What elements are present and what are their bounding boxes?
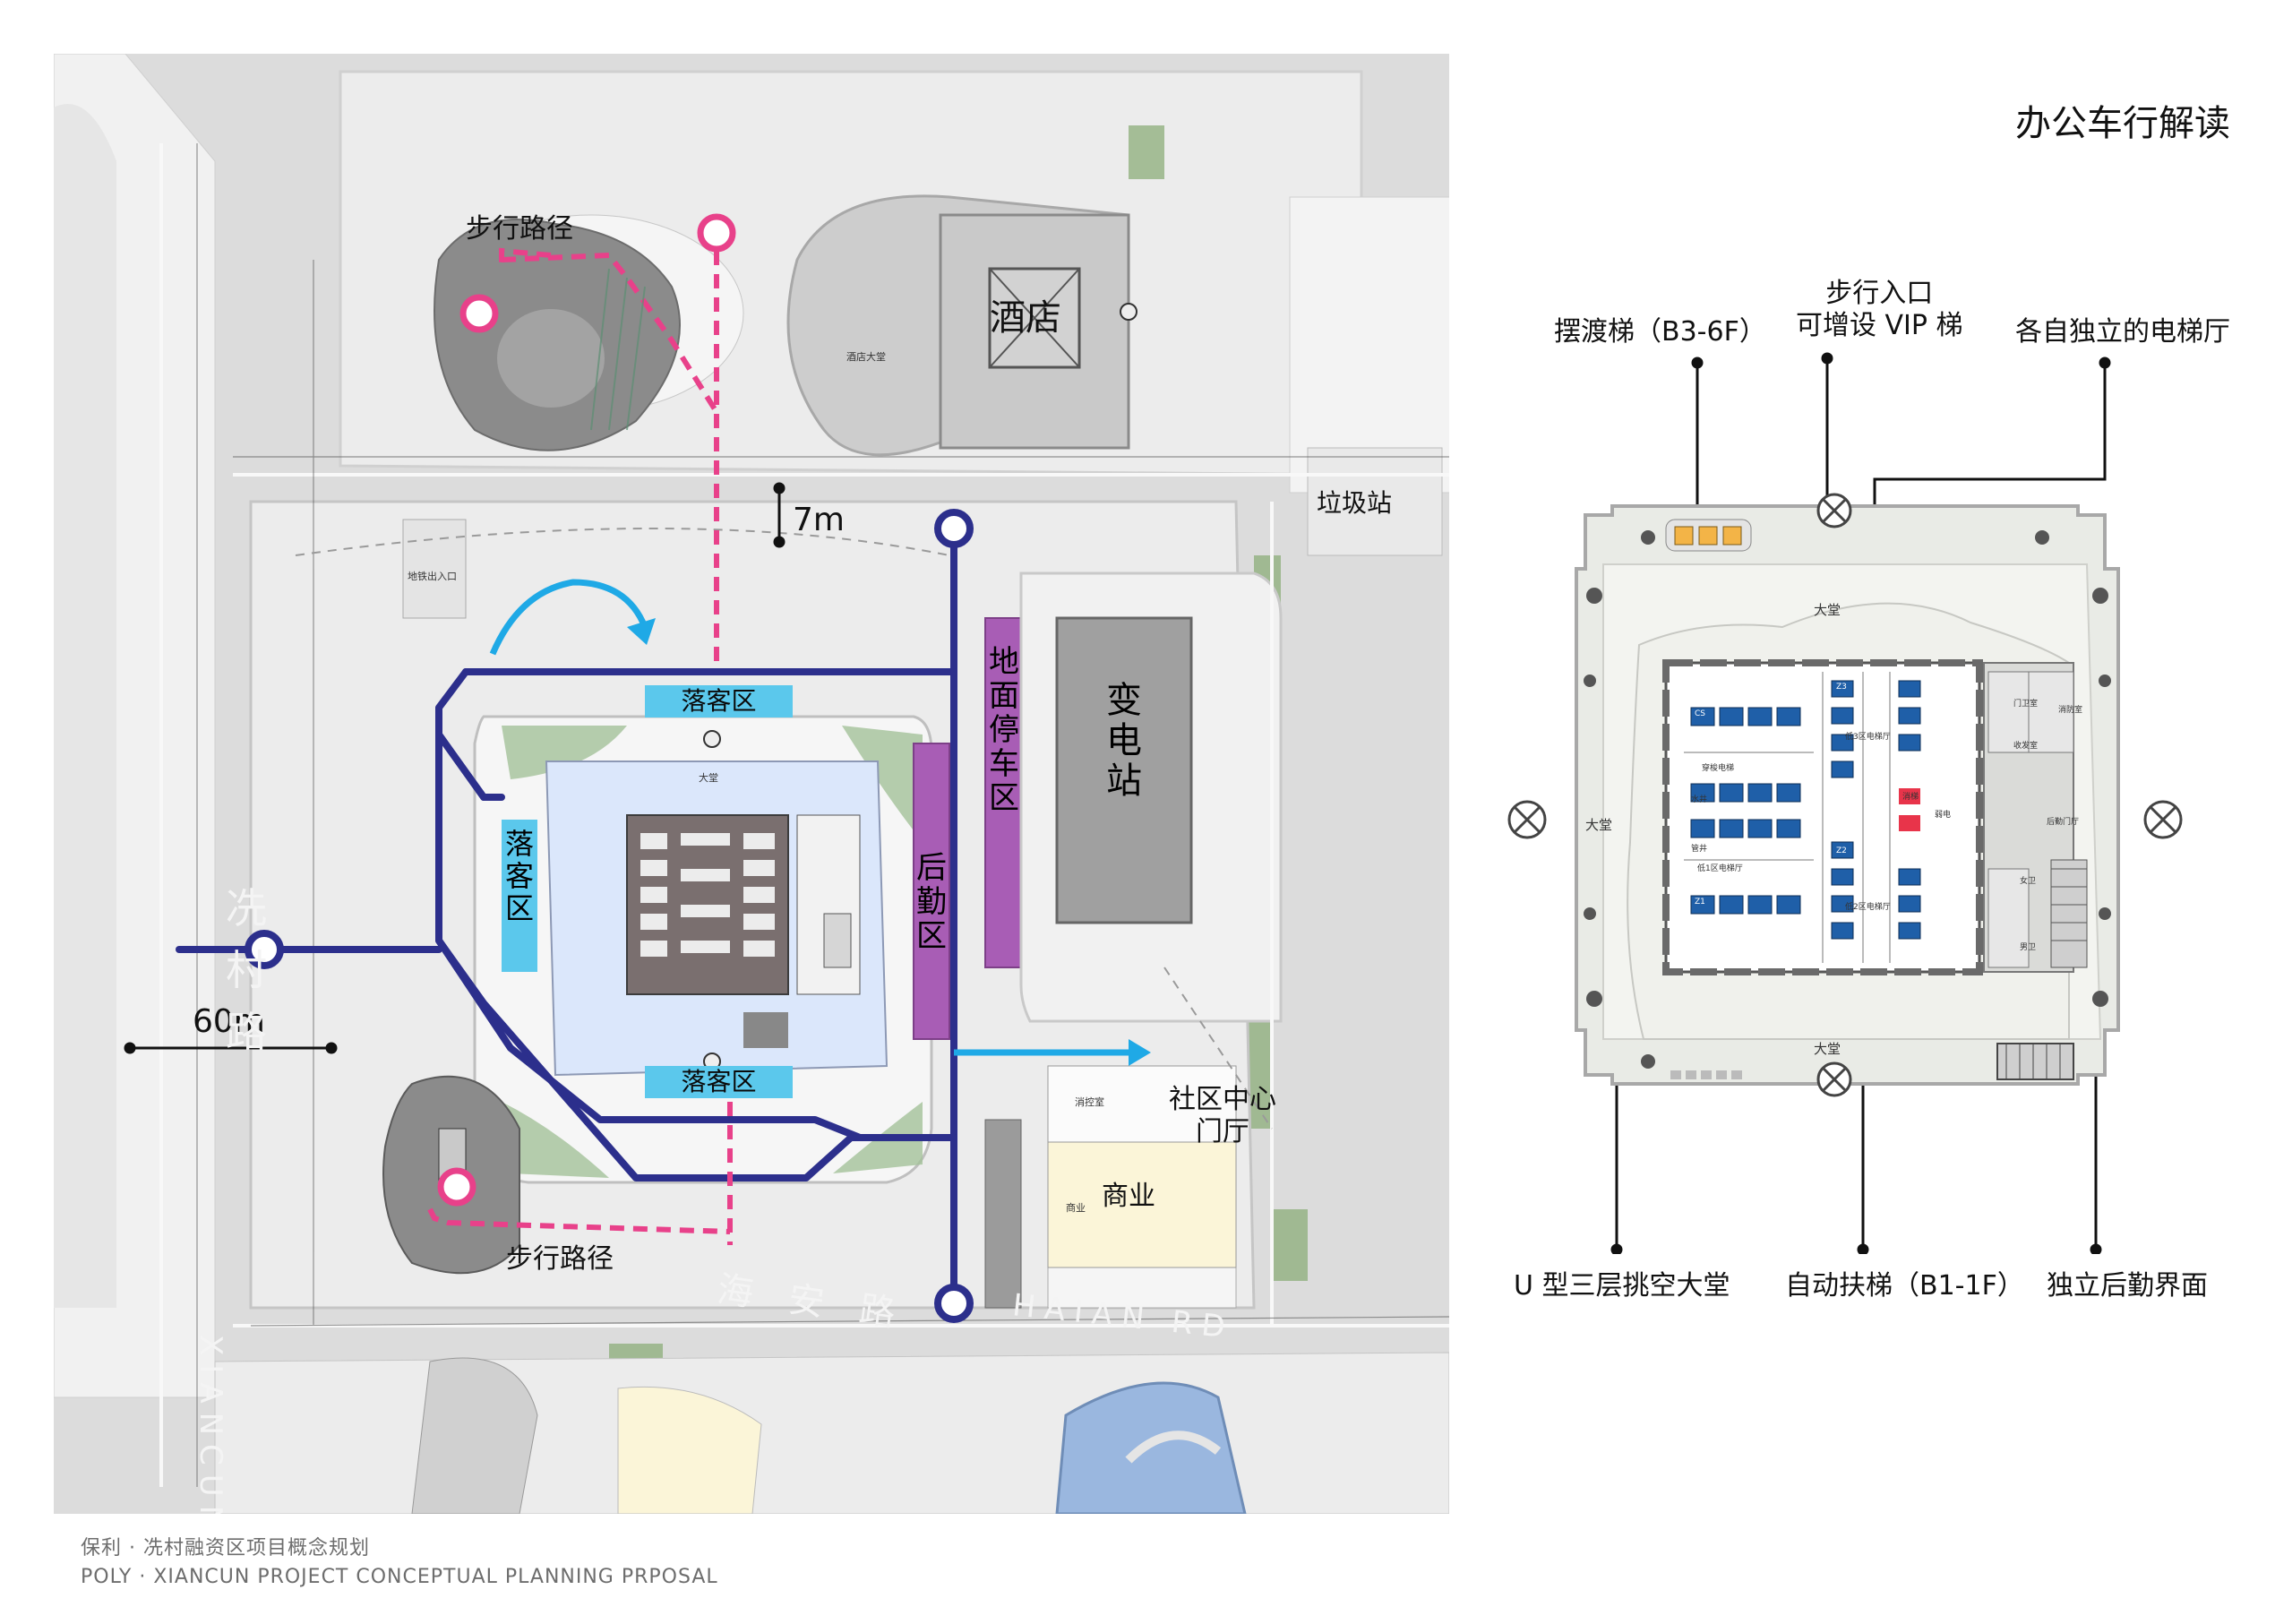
label-community-lobby: 社区中心门厅: [1164, 1084, 1281, 1148]
plan-label-car-fire: 消梯: [1902, 793, 1919, 802]
plan-label-shuttle-hall: 穿梭电梯: [1702, 764, 1735, 773]
plan-label-lobby-top: 大堂: [1814, 602, 1841, 618]
plan-label-security: 门卫室: [2013, 700, 2039, 709]
label-walk-path-bottom: 步行路径: [506, 1243, 614, 1275]
label-dim-7m: 7m: [793, 502, 845, 538]
callout-independent-lobby: 各自独立的电梯厅: [2015, 316, 2230, 348]
plan-label-lobby-left: 大堂: [1585, 817, 1613, 833]
label-logistics: 后勤区: [912, 851, 951, 953]
callout-walk-entry-line2: 可增设 VIP 梯: [1796, 310, 1963, 341]
plan-label-elev-hall-low2: 低2区电梯厅: [1845, 903, 1891, 912]
site-map: 步行路径 酒店 酒店大堂 垃圾站 7m 地铁出入口 落客区 落客区 落客区 后勤…: [54, 54, 1449, 1514]
label-ground-parking-text: 地面停车区: [989, 644, 1019, 817]
label-road-xiancun-cn-text: 冼村路: [226, 884, 267, 1056]
plan-label-rear-door: 后勤门厅: [2047, 818, 2080, 827]
plan-label-car-cs: CS: [1695, 709, 1705, 718]
footer-project-title-en: POLY · XIANCUN PROJECT CONCEPTUAL PLANNI…: [81, 1566, 718, 1588]
footer-project-title-cn: 保利 · 冼村融资区项目概念规划: [81, 1537, 370, 1560]
label-garbage-station: 垃圾站: [1317, 488, 1393, 518]
label-dropoff-left: 落客区: [502, 820, 537, 972]
page-title: 办公车行解读: [2015, 103, 2230, 144]
label-dropoff-left-text: 落客区: [504, 827, 534, 925]
callout-u-lobby: U 型三层挑空大堂: [1514, 1270, 1730, 1302]
label-commercial: 商业: [1102, 1181, 1155, 1212]
plan-label-car-z3: Z3: [1836, 683, 1847, 692]
label-hotel: 酒店: [990, 297, 1061, 339]
plan-label-mep: 弱电: [1935, 811, 1952, 820]
label-substation-text: 变电站: [1106, 680, 1142, 802]
label-ground-parking: 地面停车区: [983, 645, 1025, 815]
label-entrance-small: 地铁出入口: [408, 571, 457, 582]
label-logistics-text: 后勤区: [916, 850, 947, 955]
label-dim-60m: 60m: [193, 1003, 265, 1040]
plan-label-elev-hall-low3: 低3区电梯厅: [1845, 733, 1891, 742]
site-plan-graphic: [54, 54, 1449, 1514]
label-commercial-small: 商业: [1066, 1202, 1086, 1214]
floor-plan-graphic: [1507, 352, 2183, 1254]
callout-walk-entry: 步行入口 可增设 VIP 梯: [1796, 278, 1963, 342]
plan-label-car-z2: Z2: [1836, 846, 1847, 855]
plan-label-water: 水井: [1691, 795, 1708, 804]
plan-label-elev-hall-low: 低1区电梯厅: [1697, 864, 1743, 873]
callout-escalator: 自动扶梯（B1-1F）: [1785, 1270, 2024, 1302]
label-dropoff-top: 落客区: [645, 685, 793, 717]
plan-label-car-z1: Z1: [1695, 898, 1705, 907]
label-lobby-small: 大堂: [699, 772, 718, 784]
label-substation: 变电站: [1102, 680, 1146, 802]
plan-label-restroom-f: 女卫: [2020, 877, 2037, 886]
plan-label-lobby-bottom: 大堂: [1814, 1041, 1841, 1057]
callout-shuttle-elevator: 摆渡梯（B3-6F）: [1554, 316, 1766, 348]
label-road-xiancun-cn: 冼村路: [219, 878, 273, 1063]
plan-label-shaft: 管井: [1691, 845, 1708, 854]
callout-walk-entry-line1: 步行入口: [1825, 278, 1934, 309]
label-hotel-lobby: 酒店大堂: [846, 351, 886, 363]
label-property-small: 消控室: [1075, 1096, 1104, 1108]
label-dropoff-bottom: 落客区: [645, 1066, 793, 1098]
callout-logistics-interface: 独立后勤界面: [2047, 1270, 2208, 1302]
plan-label-office: 收发室: [2013, 742, 2039, 751]
plan-label-fire-control: 消防室: [2058, 706, 2083, 715]
plan-label-restroom-m: 男卫: [2020, 943, 2037, 952]
label-walk-path-top: 步行路径: [466, 213, 573, 245]
label-road-xiancun-en: XIANCUN: [193, 1335, 228, 1514]
label-community-lobby-text: 社区中心门厅: [1169, 1084, 1276, 1147]
